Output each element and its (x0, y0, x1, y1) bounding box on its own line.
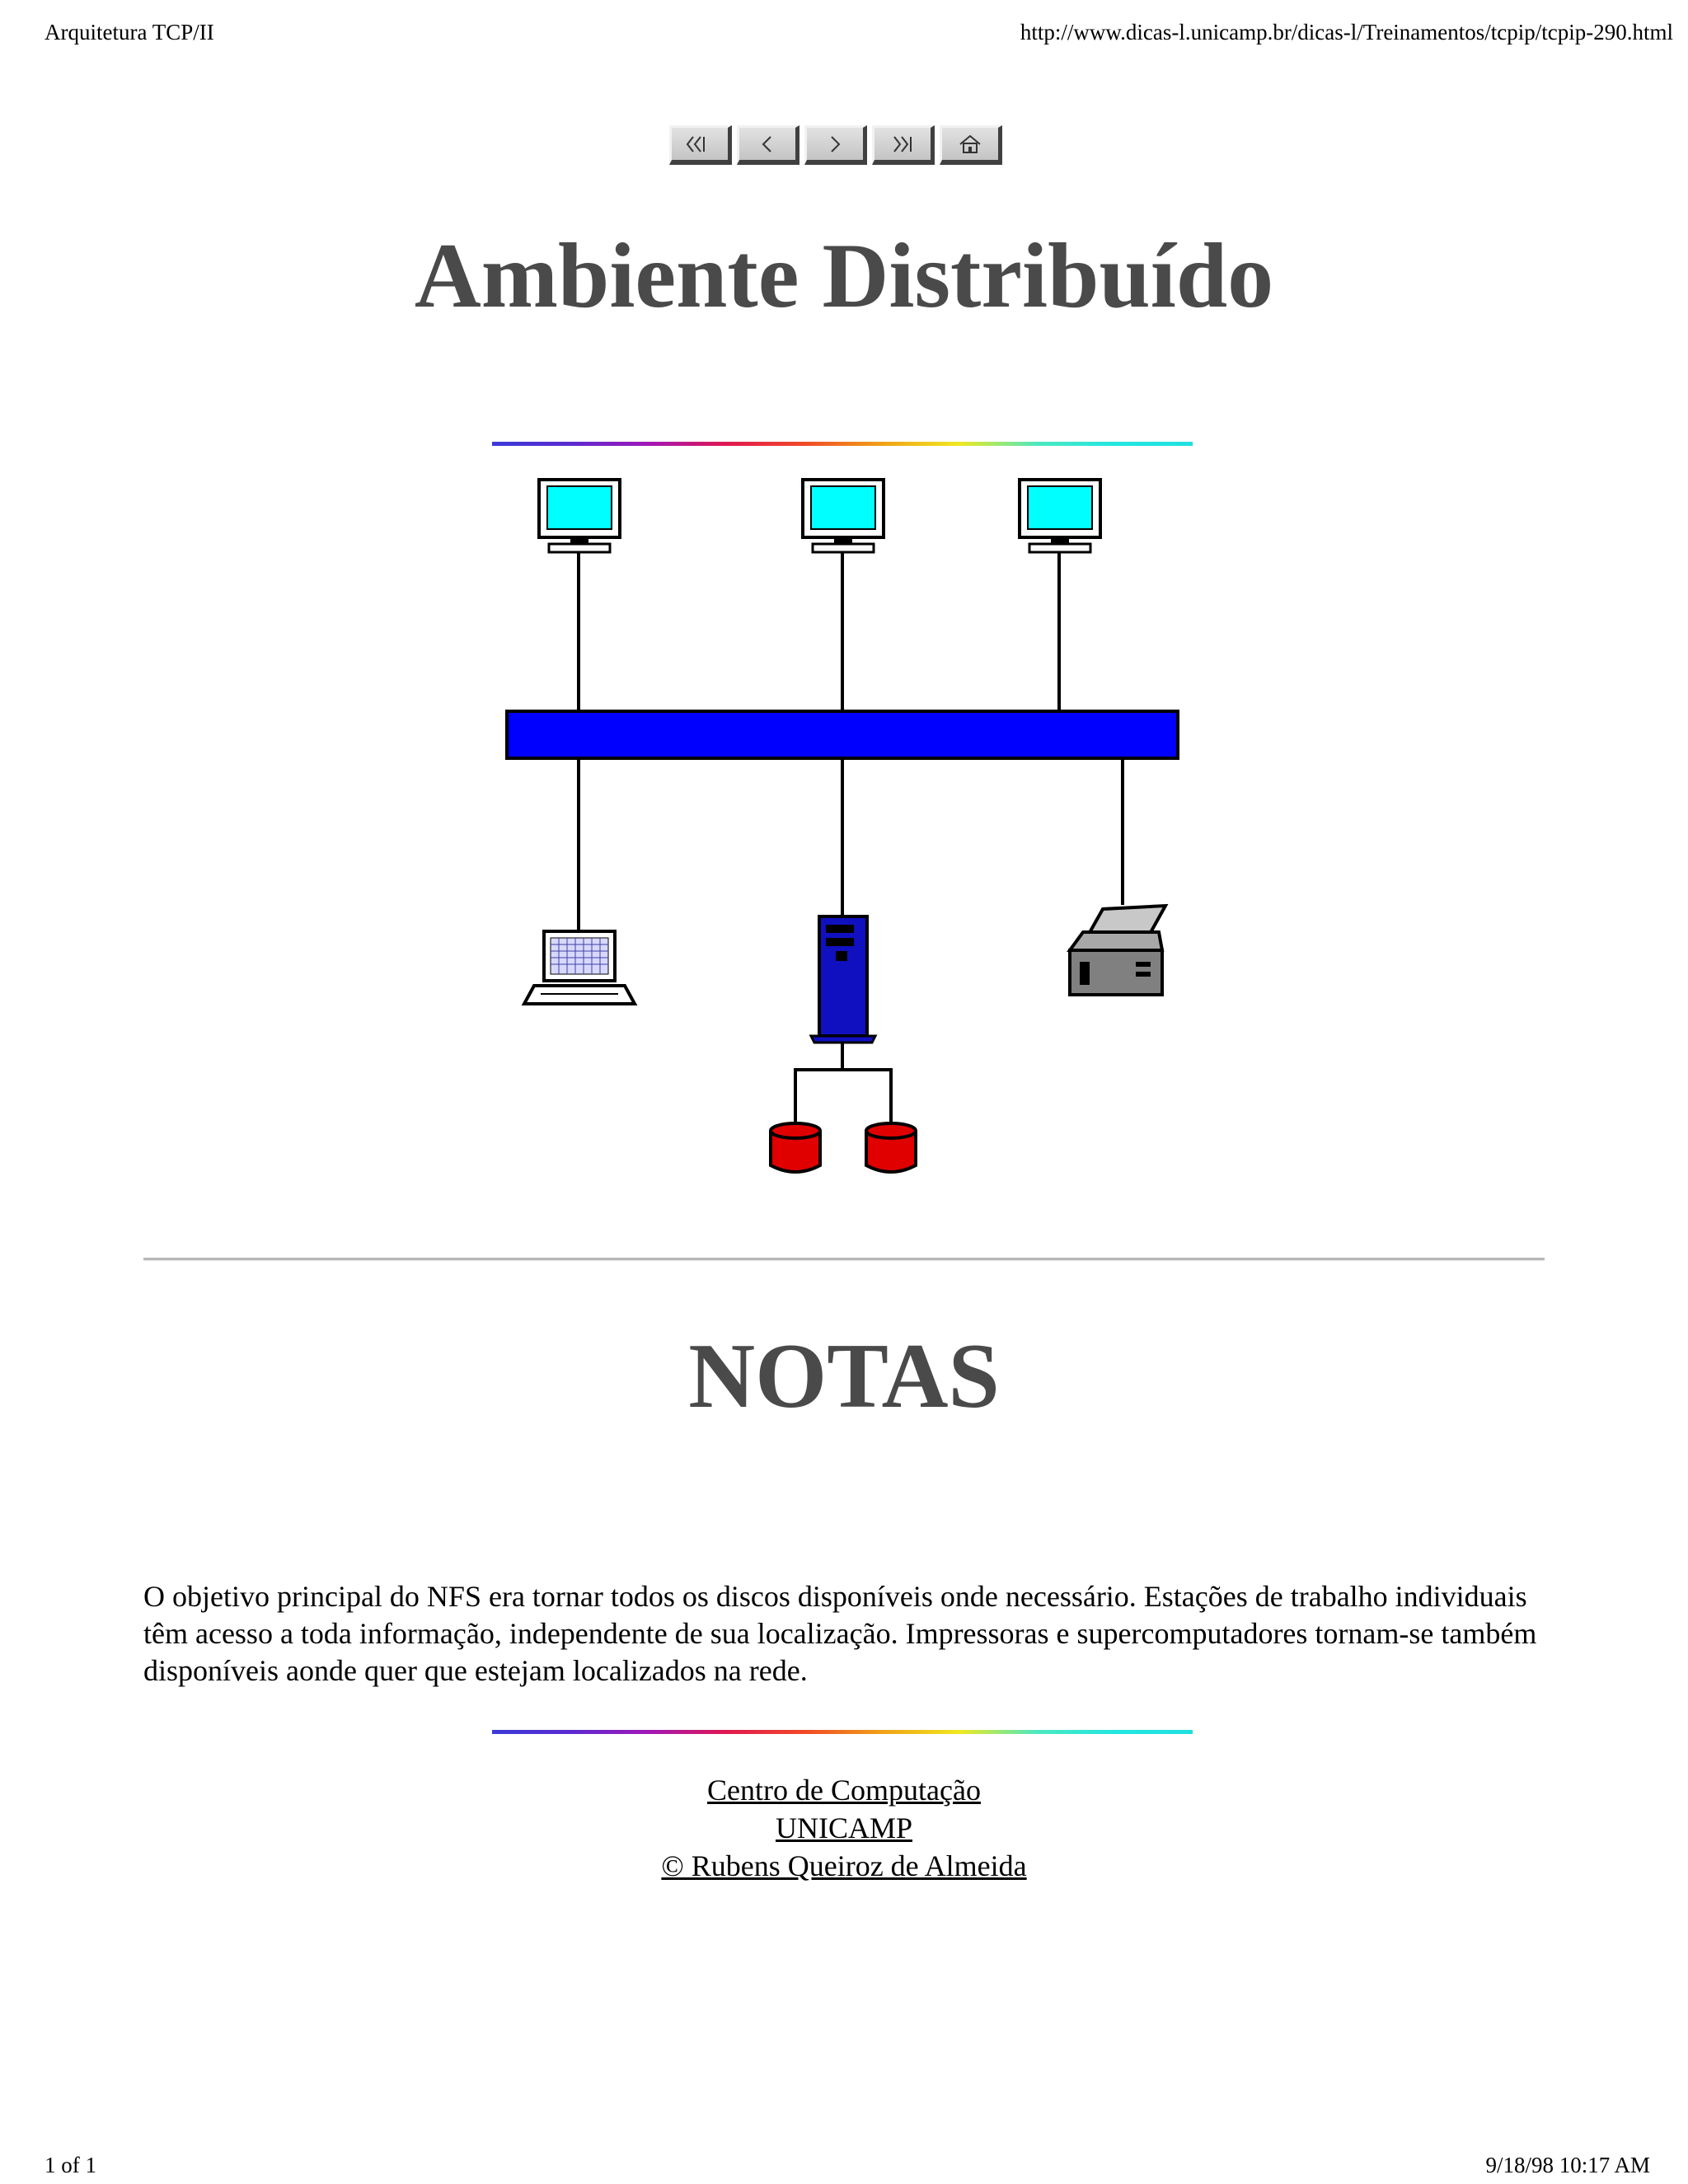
print-footer-page: 1 of 1 (45, 2153, 96, 2177)
first-page-button[interactable] (669, 125, 732, 165)
print-header-title: Arquitetura TCP/II (45, 20, 214, 45)
last-page-icon (893, 135, 912, 152)
network-bus (505, 710, 1179, 760)
workstation-icon (537, 478, 621, 554)
link-unicamp[interactable]: UNICAMP (775, 1811, 913, 1844)
notes-paragraph: O objetivo principal do NFS era tornar t… (143, 1580, 1537, 1687)
horizontal-rule (143, 1258, 1545, 1261)
print-header-url: http://www.dicas-l.unicamp.br/dicas-l/Tr… (1020, 20, 1673, 45)
rainbow-divider (492, 1730, 1193, 1734)
credits: Centro de Computação UNICAMP © Rubens Qu… (0, 1771, 1688, 1885)
connection-lines (577, 544, 1124, 1122)
disk-icon (769, 1122, 822, 1174)
link-author[interactable]: © Rubens Queiroz de Almeida (661, 1849, 1027, 1882)
disk-icon (865, 1122, 917, 1174)
home-button[interactable] (940, 125, 1002, 165)
next-page-button[interactable] (804, 125, 867, 165)
link-centro-de-computacao[interactable]: Centro de Computação (707, 1774, 981, 1807)
workstation-icon (801, 478, 885, 554)
previous-page-icon (762, 135, 771, 152)
network-diagram (505, 478, 1179, 1174)
page-title: Ambiente Distribuído (414, 225, 1274, 327)
next-page-icon (831, 135, 841, 152)
rainbow-divider (492, 442, 1193, 446)
previous-page-button[interactable] (737, 125, 799, 165)
print-footer-date: 9/18/98 10:17 AM (1485, 2153, 1650, 2177)
first-page-icon (686, 135, 705, 152)
page-navigation (669, 125, 1002, 165)
printer-icon (1067, 903, 1169, 996)
laptop-icon (521, 930, 638, 1005)
server-icon (809, 915, 878, 1044)
home-icon (959, 134, 981, 153)
notes-heading: NOTAS (688, 1325, 1000, 1427)
workstation-icon (1018, 478, 1102, 554)
last-page-button[interactable] (872, 125, 935, 165)
